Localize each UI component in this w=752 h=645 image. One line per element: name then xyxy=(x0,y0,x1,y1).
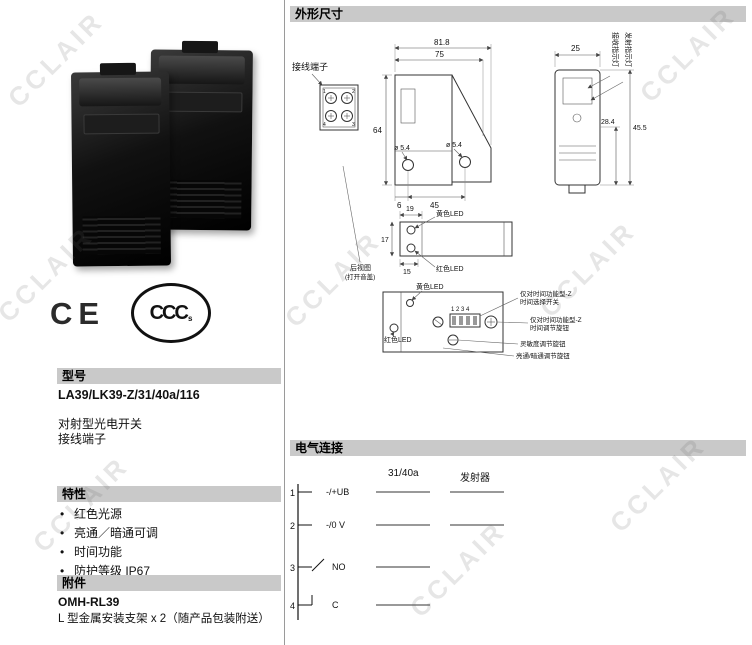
note-sensitivity: 灵敏度调节旋钮 xyxy=(520,339,566,348)
dim-17: 17 xyxy=(381,237,389,244)
sensor-top-plug xyxy=(100,62,136,76)
receive-indicator-label: 接收指示灯 xyxy=(611,32,620,67)
dip-switch-numbers: 1 2 3 4 xyxy=(451,307,470,313)
dim-45: 45 xyxy=(430,201,439,210)
ccc-mark: CCC s xyxy=(131,283,211,343)
ccc-mark-sub: s xyxy=(187,313,193,323)
sensor-top-plug xyxy=(181,40,219,54)
note-z-line1: 仅对时间功能型-Z xyxy=(520,289,572,298)
dim-75: 75 xyxy=(435,50,444,59)
bullet-icon: • xyxy=(60,526,65,540)
yellow-led-label-bottom: 黄色LED xyxy=(416,282,444,291)
model-description-line2: 接线端子 xyxy=(58,432,107,446)
terminal-function: C xyxy=(332,600,339,610)
section-header-dimensions: 外形尺寸 xyxy=(290,6,746,22)
terminal-pin-number: 3 xyxy=(352,122,355,128)
emit-indicator-label: 发射指示灯 xyxy=(624,32,633,67)
ce-mark: CE xyxy=(50,296,106,331)
section-header-electrical: 电气连接 xyxy=(290,440,746,456)
note-time-adjust: 时间调节旋钮 xyxy=(530,323,570,332)
accessory-description: L 型金属安装支架 x 2（随产品包装附送） xyxy=(58,613,270,625)
dim-hole-2: ø 5.4 xyxy=(446,142,462,149)
feature-item: • 防护等级 IP67 xyxy=(60,562,150,579)
sensor-ridges xyxy=(82,215,162,255)
yellow-led-label: 黄色LED xyxy=(436,209,464,218)
terminal-label: 接线端子 xyxy=(292,61,328,72)
red-led-label: 红色LED xyxy=(436,264,464,273)
bullet-icon: • xyxy=(60,545,65,559)
feature-label: 时间功能 xyxy=(74,545,123,559)
product-photo xyxy=(10,8,276,278)
accessory-name: OMH-RL39 xyxy=(58,595,120,609)
dim-19: 19 xyxy=(406,206,414,213)
feature-item: • 红色光源 xyxy=(60,505,122,522)
dim-hole-1: ø 5.4 xyxy=(394,145,410,152)
sensor-cap xyxy=(158,55,245,85)
section-header-features: 特性 xyxy=(57,486,281,502)
terminal-pin-number: 2 xyxy=(352,89,355,95)
feature-label: 亮通／暗通可调 xyxy=(74,526,159,540)
feature-label: 防护等级 IP67 xyxy=(74,564,151,578)
terminal-function: -/+UB xyxy=(326,487,349,497)
terminal-number: 3 xyxy=(290,563,295,573)
feature-item: • 亮通／暗通可调 xyxy=(60,524,158,541)
terminal-number: 4 xyxy=(290,601,295,611)
dim-15: 15 xyxy=(403,269,411,276)
terminal-pin-number: 1 xyxy=(323,89,326,95)
dimensions-drawing: 接线端子 1 2 4 3 81.8 75 64 xyxy=(292,32,647,360)
feature-label: 红色光源 xyxy=(74,507,123,521)
dim-6: 6 xyxy=(397,201,402,210)
note-light-dark: 亮通/暗通调节旋钮 xyxy=(516,351,570,360)
elec-col-emitter: 发射器 xyxy=(460,471,490,484)
elec-col-model: 31/40a xyxy=(388,468,419,479)
sensor-label-window xyxy=(83,113,160,135)
ccc-mark-text: CCC xyxy=(149,301,189,324)
dim-81-8: 81.8 xyxy=(434,38,450,47)
terminal-number: 1 xyxy=(290,488,295,498)
terminal-function: NO xyxy=(332,562,346,572)
note-time-select: 时间选择开关 xyxy=(520,297,560,306)
model-description-line1: 对射型光电开关 xyxy=(58,417,143,431)
section-header-accessories: 附件 xyxy=(57,575,281,591)
model-name: LA39/LK39-Z/31/40a/116 xyxy=(58,388,200,402)
note-z-line2: 仅对时间功能型-Z xyxy=(530,315,582,324)
dim-28-4: 28.4 xyxy=(601,119,615,126)
bullet-icon: • xyxy=(60,564,65,578)
rear-view-sublabel: (打开音盖) xyxy=(345,272,375,281)
dim-45-5: 45.5 xyxy=(633,125,647,132)
terminal-function: -/0 V xyxy=(326,520,345,530)
dim-64: 64 xyxy=(373,126,382,135)
section-header-model: 型号 xyxy=(57,368,281,384)
feature-item: • 时间功能 xyxy=(60,543,122,560)
dim-25: 25 xyxy=(571,44,580,53)
sensor-image-front xyxy=(70,62,172,267)
red-led-label-bottom: 红色LED xyxy=(384,335,412,344)
bullet-icon: • xyxy=(60,507,65,521)
sensor-ridges xyxy=(159,179,242,219)
electrical-connection-diagram: 31/40a 发射器 1 -/+UB 2 -/0 V 3 NO 4 C xyxy=(290,468,504,620)
terminal-pin-number: 4 xyxy=(323,122,326,128)
sensor-label-window xyxy=(162,91,243,113)
column-divider xyxy=(284,0,285,645)
rear-view-label: 后视图 xyxy=(350,263,371,272)
terminal-number: 2 xyxy=(290,521,295,531)
sensor-cap xyxy=(78,77,162,107)
